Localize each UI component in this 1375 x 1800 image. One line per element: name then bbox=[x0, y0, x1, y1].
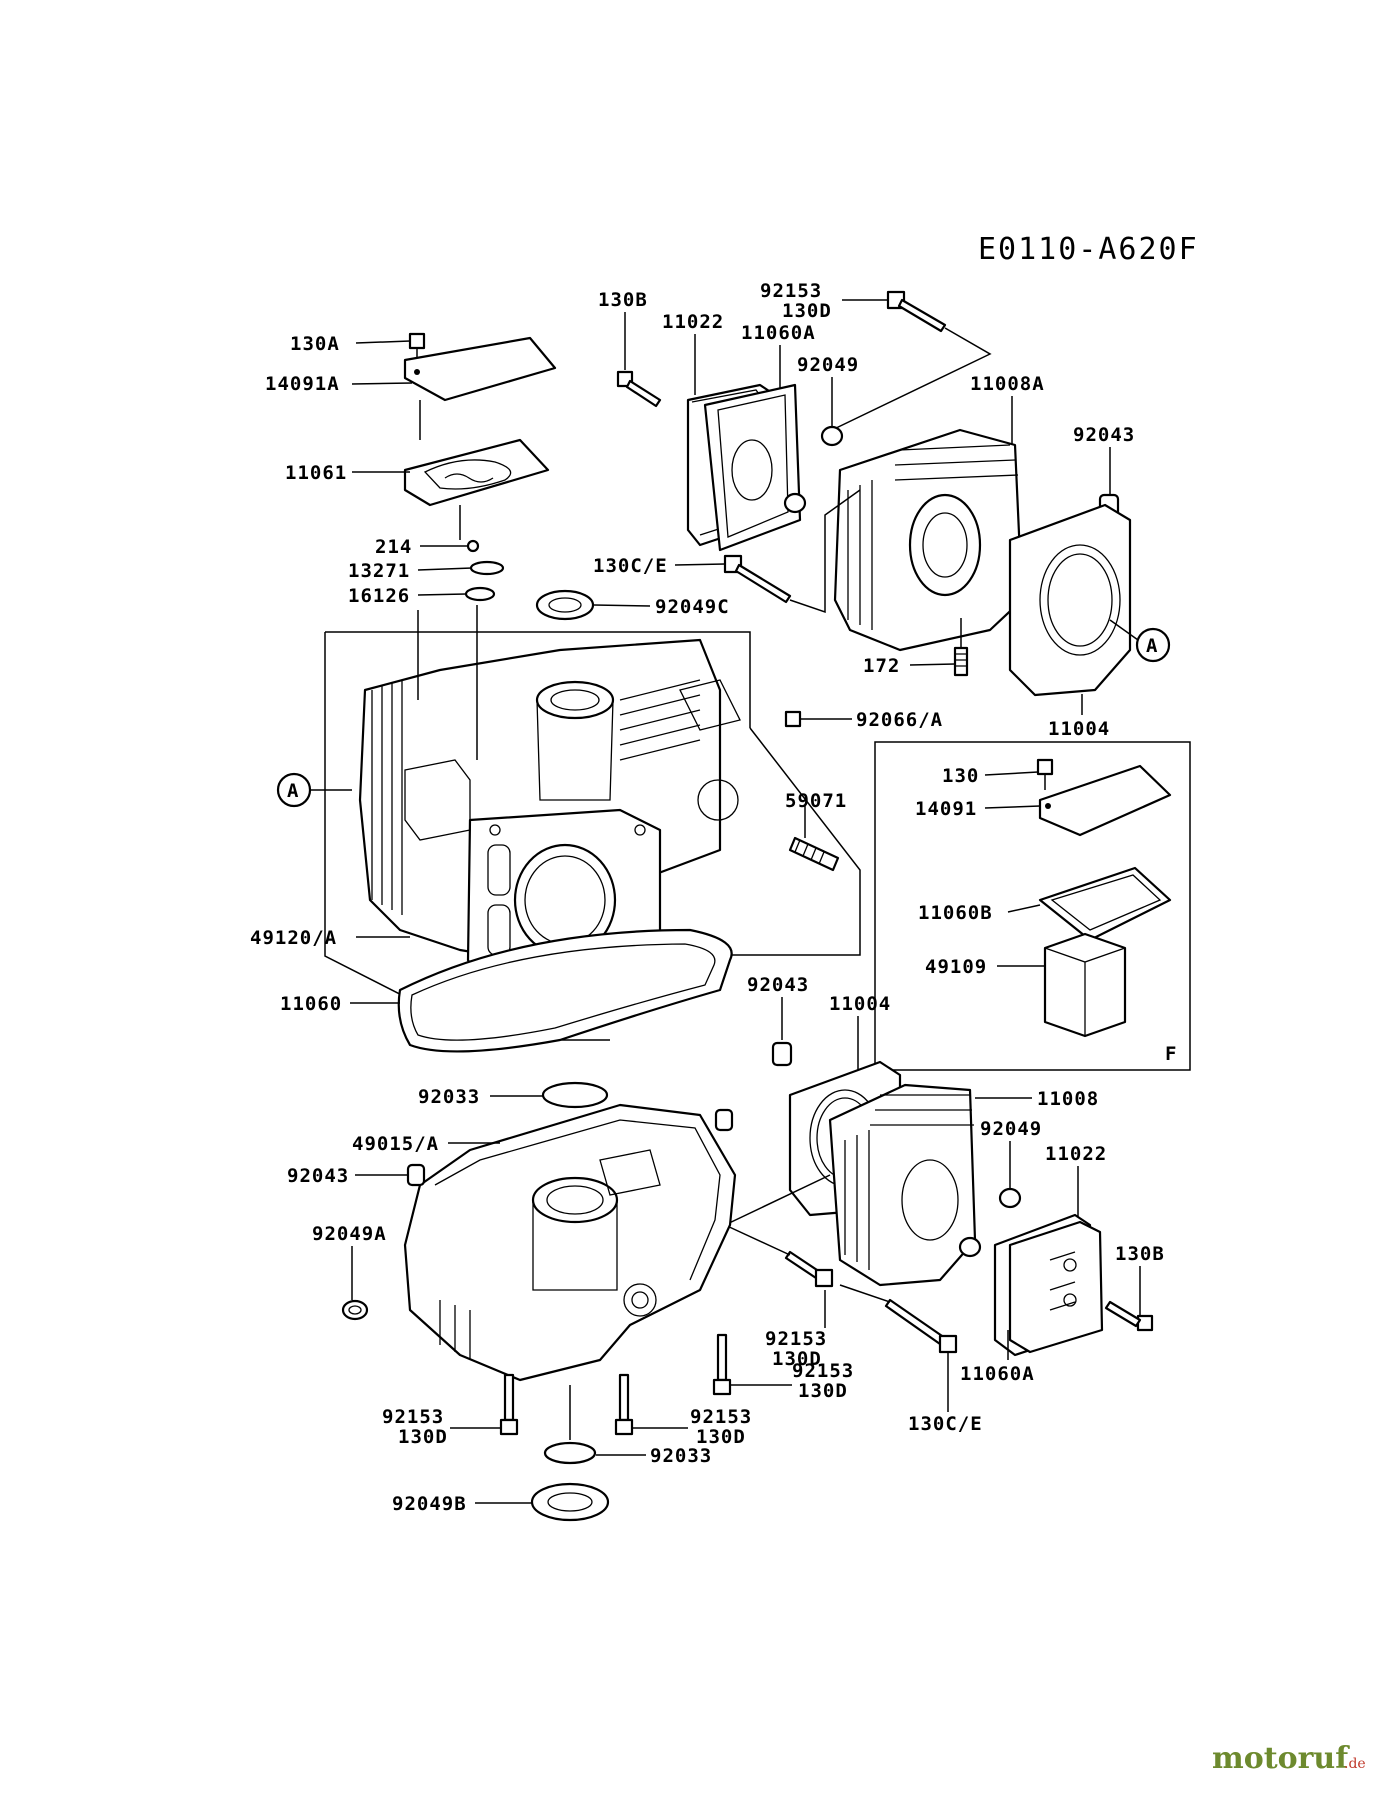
label-92043-mid: 92043 bbox=[747, 974, 809, 996]
label-11060A-mid: 11060A bbox=[960, 1363, 1035, 1385]
label-130D-top: 130D bbox=[782, 300, 832, 322]
label-92153-m1: 92153 bbox=[765, 1328, 827, 1350]
bolt-92153-mid1 bbox=[784, 1250, 834, 1288]
callout-a-right-text: A bbox=[1146, 635, 1158, 657]
bolt-head-icon bbox=[408, 332, 426, 350]
label-92153-m2: 92153 bbox=[792, 1360, 854, 1382]
label-130B-mid: 130B bbox=[1115, 1243, 1165, 1265]
label-11008A: 11008A bbox=[970, 373, 1045, 395]
bolt-130CE-top bbox=[723, 554, 792, 604]
breather-cover-stack: 130A 14091A 11061 214 13271 16126 bbox=[265, 332, 557, 607]
label-130CE-mid: 130C/E bbox=[908, 1413, 983, 1435]
label-92049A: 92049A bbox=[312, 1223, 387, 1245]
dowel-right bbox=[714, 1108, 734, 1132]
label-130CE-top: 130C/E bbox=[593, 555, 668, 577]
cylinder-head-2-assembly: 92043 11004 11008 92049 11022 11060A 130… bbox=[724, 974, 1165, 1435]
bolt-92153-m2 bbox=[712, 1333, 732, 1396]
label-92153-b2: 92153 bbox=[690, 1406, 752, 1428]
bolt-92153-b2 bbox=[614, 1373, 634, 1436]
spring-59071 bbox=[788, 836, 840, 872]
callout-a-right bbox=[1135, 627, 1171, 663]
label-92049C: 92049C bbox=[655, 596, 730, 618]
box-f-frame bbox=[874, 741, 1191, 1071]
box-f-cover bbox=[1038, 764, 1172, 837]
crankcase-cover bbox=[403, 1103, 737, 1382]
reed-plate bbox=[403, 438, 550, 507]
label-130D-m1: 130D bbox=[772, 1348, 822, 1370]
label-92066A: 92066/A bbox=[856, 709, 943, 731]
bolt-130B-top bbox=[616, 370, 662, 408]
box-f-label: F bbox=[1165, 1043, 1177, 1065]
crankcase-assembly: 92049C bbox=[250, 589, 943, 1053]
bolt-92153-b1 bbox=[499, 1373, 519, 1436]
callout-a-text: A bbox=[287, 780, 299, 802]
label-92033-top: 92033 bbox=[418, 1086, 480, 1108]
label-130A: 130A bbox=[290, 333, 340, 355]
label-11004-mid: 11004 bbox=[829, 993, 891, 1015]
label-92153-b1: 92153 bbox=[382, 1406, 444, 1428]
label-14091-f: 14091 bbox=[915, 798, 977, 820]
label-11022-mid: 11022 bbox=[1045, 1143, 1107, 1165]
label-11022-top: 11022 bbox=[662, 311, 724, 333]
bolt-92153-top bbox=[886, 290, 947, 333]
label-11061: 11061 bbox=[285, 462, 347, 484]
nut-icon bbox=[784, 710, 802, 728]
bolt-130CE-mid bbox=[884, 1298, 958, 1354]
watermark-brand: motoruf bbox=[1212, 1741, 1350, 1776]
label-13271: 13271 bbox=[348, 560, 410, 582]
label-59071: 59071 bbox=[785, 790, 847, 812]
label-92153-top: 92153 bbox=[760, 280, 822, 302]
bolt-130B-mid bbox=[1104, 1300, 1154, 1332]
label-92049-top: 92049 bbox=[797, 354, 859, 376]
label-16126: 16126 bbox=[348, 585, 410, 607]
cylinder-head-mid bbox=[828, 1083, 977, 1287]
label-11060: 11060 bbox=[280, 993, 342, 1015]
snap-ring-top bbox=[541, 1081, 609, 1109]
breather-kit-box-f: F 130 14091 11060B 49109 bbox=[874, 741, 1191, 1071]
label-130D-m2: 130D bbox=[798, 1380, 848, 1402]
box-f-gasket bbox=[1038, 866, 1172, 942]
label-11060B-f: 11060B bbox=[918, 902, 993, 924]
label-14091A: 14091A bbox=[265, 373, 340, 395]
oil-seal-bottom bbox=[530, 1482, 610, 1522]
watermark-logo: motoruf .de bbox=[1212, 1741, 1366, 1776]
watermark-tld: .de bbox=[1344, 1756, 1366, 1772]
label-92043-left: 92043 bbox=[287, 1165, 349, 1187]
label-130-f: 130 bbox=[942, 765, 979, 787]
label-49109-f: 49109 bbox=[925, 956, 987, 978]
cylinder-head-1-assembly: 130B 11022 11060A 92153 130D 92049 11008… bbox=[593, 280, 1171, 740]
diagram-code: E0110-A620F bbox=[978, 232, 1199, 267]
label-92033-bot: 92033 bbox=[650, 1445, 712, 1467]
crankcase-gasket bbox=[397, 928, 733, 1053]
head-cover-mid bbox=[1008, 1220, 1104, 1354]
label-92043-top: 92043 bbox=[1073, 424, 1135, 446]
crankcase-cover-assembly: 92033 49015/A 92043 92049A 92153 130D bbox=[287, 1081, 854, 1522]
dowel-left bbox=[406, 1163, 426, 1187]
label-11060A-top: 11060A bbox=[741, 322, 816, 344]
label-172: 172 bbox=[863, 655, 900, 677]
oil-seal-top bbox=[535, 589, 595, 621]
bolt-130-icon bbox=[1036, 758, 1054, 776]
breather-cover-plate bbox=[403, 336, 557, 402]
label-214: 214 bbox=[375, 536, 412, 558]
label-130D-b1: 130D bbox=[398, 1426, 448, 1448]
label-92049B: 92049B bbox=[392, 1493, 467, 1515]
seal-92049A bbox=[341, 1299, 369, 1321]
snap-ring-bottom bbox=[543, 1441, 597, 1465]
label-130B-top: 130B bbox=[598, 289, 648, 311]
label-11004-top: 11004 bbox=[1048, 718, 1110, 740]
label-130D-b2: 130D bbox=[696, 1426, 746, 1448]
dowel-mid bbox=[771, 1041, 793, 1067]
label-11008: 11008 bbox=[1037, 1088, 1099, 1110]
label-92049-mid: 92049 bbox=[980, 1118, 1042, 1140]
label-49120A: 49120/A bbox=[250, 927, 337, 949]
label-49015A: 49015/A bbox=[352, 1133, 439, 1155]
